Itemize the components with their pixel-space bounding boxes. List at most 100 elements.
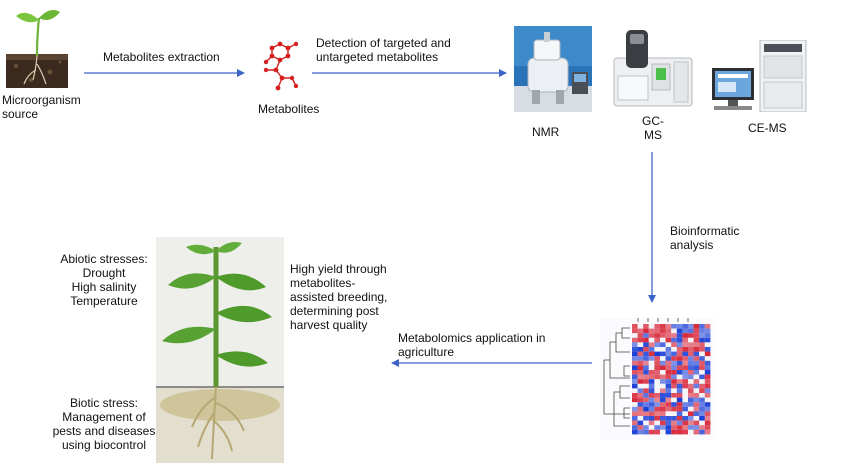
heatmap-cell — [637, 333, 644, 338]
heatmap-cell — [637, 416, 644, 421]
heatmap-cell — [632, 383, 638, 389]
heatmap-cell — [688, 356, 694, 361]
heatmap-cell — [704, 351, 711, 357]
heatmap-cell — [637, 411, 644, 416]
heatmap-cell — [676, 416, 683, 421]
heatmap-cell — [704, 356, 711, 361]
heatmap-cell — [688, 388, 694, 393]
heatmap-cell — [637, 374, 644, 380]
heatmap-cell — [632, 402, 638, 407]
heatmap-cell — [682, 374, 688, 380]
heatmap-cell — [632, 379, 638, 384]
heatmap-cell — [648, 388, 655, 393]
heatmap-cell — [632, 324, 638, 329]
heatmap-cell — [676, 402, 683, 407]
heatmap-cell — [660, 402, 666, 407]
heatmap-cell — [688, 411, 694, 416]
heatmap-cell — [704, 406, 711, 412]
heatmap-cell — [632, 360, 638, 366]
heatmap-cell — [676, 337, 683, 343]
heatmap-cell — [704, 411, 711, 416]
biotic-title: Biotic stress: — [69, 396, 138, 410]
detection-label-1: Detection of targeted and — [316, 36, 451, 50]
heatmap-cell — [665, 337, 672, 343]
molecule-structure-icon — [263, 41, 299, 91]
heatmap-cell — [632, 416, 638, 421]
heatmap-cell — [699, 388, 705, 393]
heatmap-cell — [632, 411, 638, 416]
heatmap-cell — [688, 383, 694, 389]
heatmap-cell — [676, 393, 683, 398]
heatmap-cell — [660, 383, 666, 389]
heatmap-cell — [693, 333, 700, 338]
heatmap-cell — [632, 420, 638, 426]
heatmap-cell — [699, 383, 705, 389]
heatmap-cell — [660, 411, 666, 416]
gcms-label-2: MS — [644, 128, 662, 142]
heatmap-cell — [648, 383, 655, 389]
heatmap-cell — [704, 416, 711, 421]
heatmap-cell — [671, 388, 677, 393]
heatmap-cell — [648, 393, 655, 398]
heatmap-cell — [654, 347, 660, 352]
heatmap-cell — [648, 356, 655, 361]
heatmap-cell — [665, 429, 672, 435]
heatmap-cell — [693, 383, 700, 389]
heatmap-cell — [660, 365, 666, 370]
heatmap-cell — [682, 324, 688, 329]
heatmap-cell — [688, 360, 694, 366]
heatmap-cell — [671, 429, 677, 435]
heatmap-cell — [654, 342, 660, 347]
heatmap-cell — [654, 406, 660, 412]
heatmap-cell — [671, 393, 677, 398]
heatmap-cell — [637, 402, 644, 407]
heatmap-cell — [643, 342, 649, 347]
yield-line-5: harvest quality — [290, 318, 368, 332]
heatmap-cell — [660, 370, 666, 375]
heatmap-cell — [676, 383, 683, 389]
heatmap-cell — [665, 328, 672, 334]
heatmap-cell — [637, 356, 644, 361]
heatmap-cell — [637, 420, 644, 426]
bioinformatic-label-1: Bioinformatic — [670, 224, 740, 238]
heatmap-cell — [699, 370, 705, 375]
cems-label: CE-MS — [748, 121, 787, 135]
heatmap-cell — [693, 328, 700, 334]
heatmap-cell — [704, 393, 711, 398]
heatmap-cell — [665, 406, 672, 412]
heatmap-cell — [643, 360, 649, 366]
heatmap-cell — [643, 356, 649, 361]
heatmap-cell — [682, 393, 688, 398]
abiotic-title: Abiotic stresses: — [60, 252, 148, 266]
heatmap-cell — [654, 402, 660, 407]
heatmap-cell — [682, 365, 688, 370]
heatmap-cell — [688, 402, 694, 407]
heatmap-cell — [660, 416, 666, 421]
heatmap-cell — [665, 333, 672, 338]
heatmap-cell — [688, 393, 694, 398]
heatmap-cell — [682, 416, 688, 421]
heatmap-cell — [660, 351, 666, 357]
heatmap-cell — [693, 411, 700, 416]
heatmap-cell — [676, 365, 683, 370]
heatmap-cell — [665, 416, 672, 421]
heatmap-cell — [704, 397, 711, 403]
bioinformatic-label-2: analysis — [670, 238, 714, 252]
heatmap-cell — [693, 360, 700, 366]
heatmap-cell — [676, 347, 683, 352]
heatmap-cell — [671, 360, 677, 366]
heatmap-cell — [654, 425, 660, 430]
heatmap-cell — [632, 342, 638, 347]
heatmap-cell — [671, 365, 677, 370]
heatmap-cell — [704, 388, 711, 393]
heatmap-cell — [643, 402, 649, 407]
heatmap-cell — [654, 337, 660, 343]
heatmap-cell — [676, 379, 683, 384]
heatmap-cell — [704, 420, 711, 426]
heatmap-cell — [654, 416, 660, 421]
heatmap-cell — [671, 342, 677, 347]
heatmap-cell — [648, 416, 655, 421]
heatmap-cell — [688, 374, 694, 380]
heatmap-cell — [632, 328, 638, 334]
heatmap-cell — [643, 337, 649, 343]
